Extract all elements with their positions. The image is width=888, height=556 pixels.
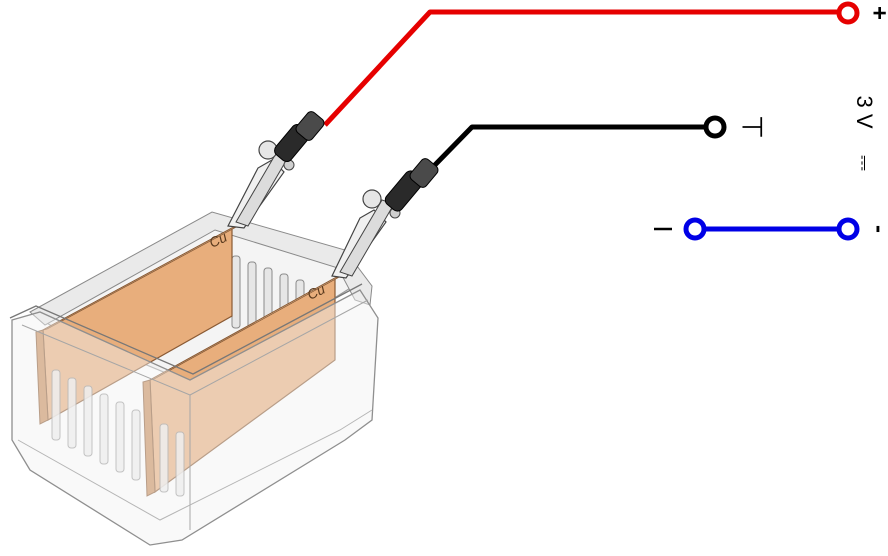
positive-wire (323, 9, 848, 127)
plus-sign: + (866, 6, 888, 20)
negative-terminal-left[interactable] (683, 217, 707, 241)
copper-electrode-left (35, 225, 239, 425)
copper-electrode-right (142, 275, 342, 497)
ammeter-symbol: I (648, 225, 678, 232)
alligator-clip-left (227, 111, 325, 229)
ground-symbol: ⊤ (737, 115, 768, 139)
ground-wire (428, 124, 714, 172)
left-electrode-label: Cu (207, 229, 230, 251)
glass-front (9, 283, 379, 546)
minus-sign: - (866, 225, 888, 233)
dc-symbol: ⎓ (853, 155, 875, 171)
right-electrode-label: Cu (305, 281, 328, 303)
positive-terminal[interactable] (836, 1, 860, 25)
voltage-label: 3 V (852, 95, 877, 128)
front-slots (51, 369, 185, 497)
negative-terminal-right[interactable] (836, 217, 860, 241)
alligator-clip-right (331, 158, 439, 279)
ground-terminal[interactable] (703, 115, 727, 139)
